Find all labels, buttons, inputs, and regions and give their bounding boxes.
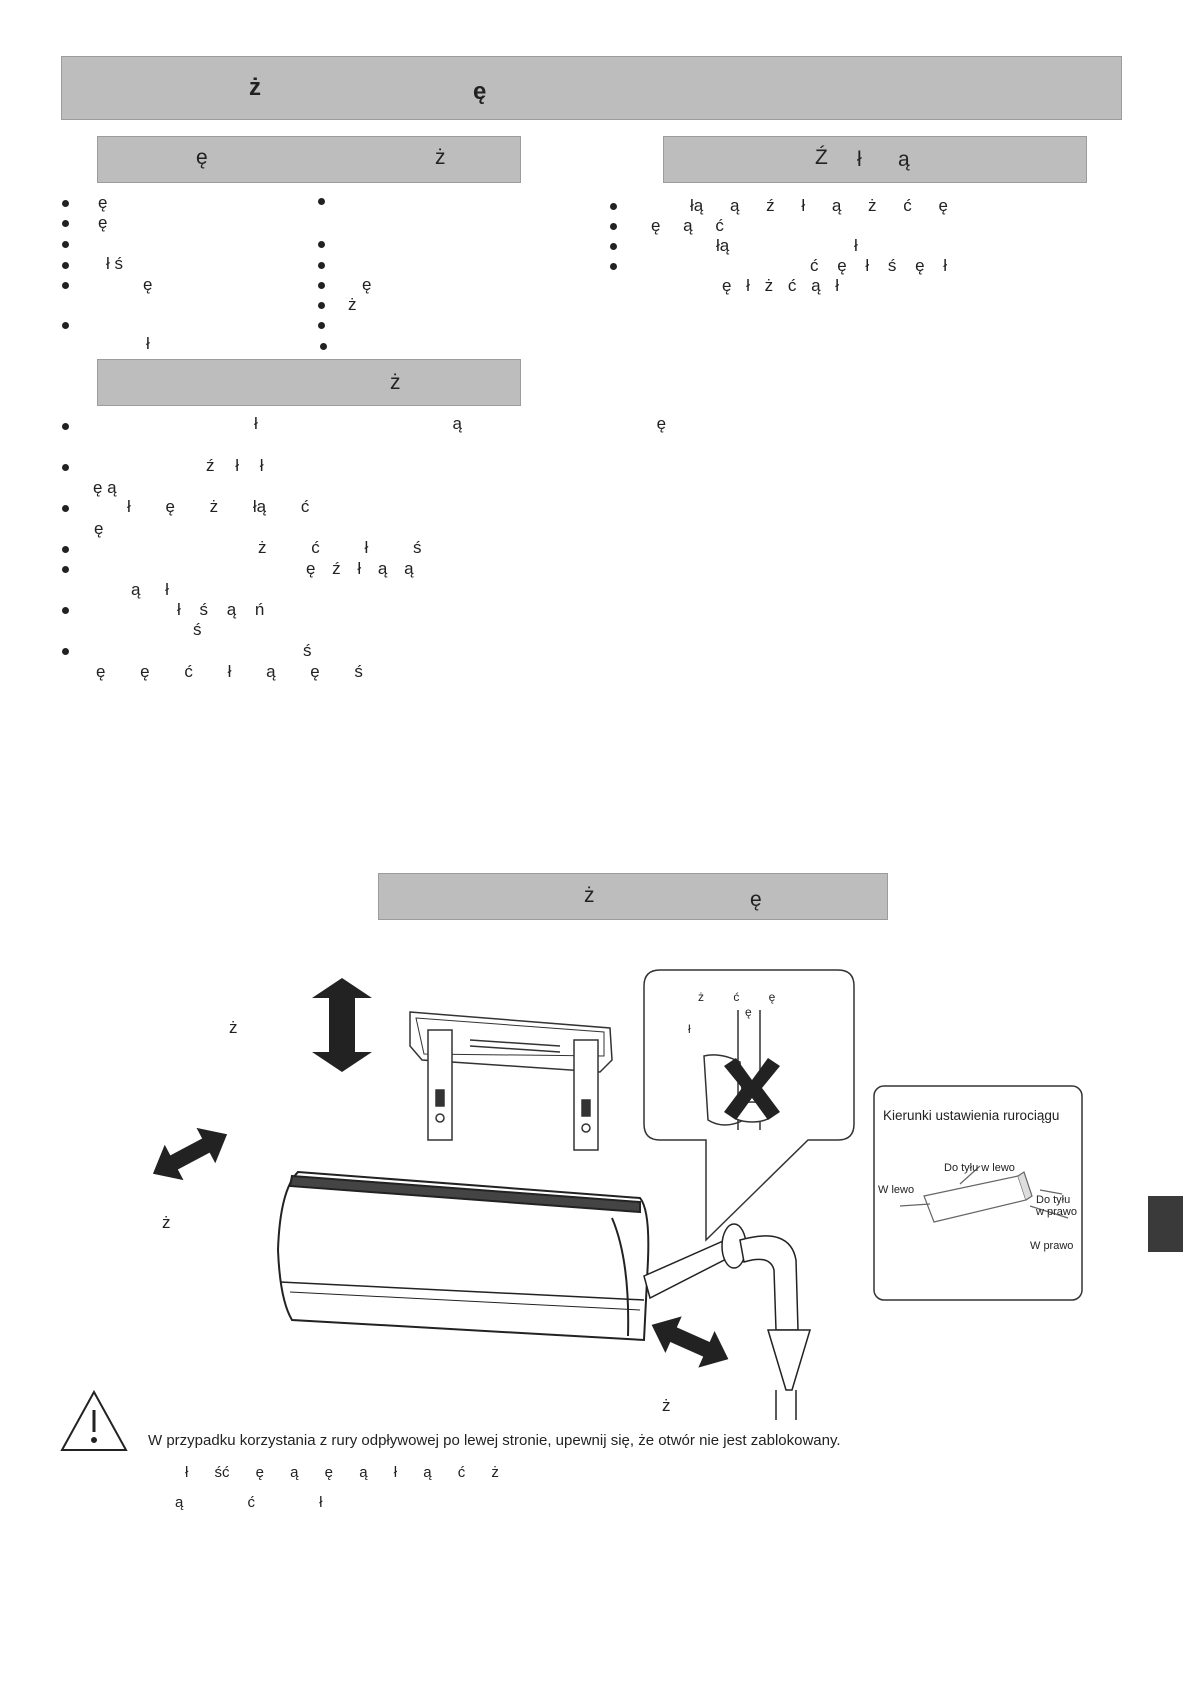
bar-left-2-glyph-1: ż	[390, 371, 401, 394]
right-item: ę ł ż ć ą ł	[722, 276, 840, 295]
bar-figure-glyph-2: ę	[750, 888, 762, 911]
label-left-right: ż	[162, 1213, 171, 1232]
left-c-item: ę ź ł ą ą	[306, 559, 414, 578]
left-a-item: ł	[146, 334, 150, 353]
left-c-item: ę ą	[93, 478, 117, 497]
blocked-x-icon	[724, 1058, 780, 1120]
bar-figure-glyph-1: ż	[584, 884, 595, 907]
side-tab	[1148, 1196, 1183, 1252]
bar-right-1-glyph-2: ł	[857, 148, 862, 171]
warning-line-3: ą ć ł	[175, 1494, 323, 1511]
pipe-dir-back-right-2: w prawo	[1036, 1206, 1077, 1218]
left-c-item: ł ś ą ń	[177, 600, 265, 619]
bar-left-1-glyph-1: ę	[196, 146, 208, 169]
right-item: ć ę ł ś ę ł	[810, 256, 948, 275]
section-bar-left-1	[97, 136, 521, 183]
callout-line-3: ł	[688, 1022, 691, 1036]
label-pipe: ż	[662, 1396, 671, 1415]
bar-left-1-glyph-2: ż	[435, 146, 446, 169]
header-glyph-2: ę	[473, 78, 487, 105]
pipe-dir-left: W lewo	[878, 1184, 915, 1196]
left-right-arrow-icon	[152, 1127, 228, 1181]
indoor-unit	[276, 1170, 650, 1342]
right-item: łą ą ź ł ą ż ć ę	[690, 196, 948, 215]
callout-line-1: ż ć ę	[698, 990, 776, 1004]
right-item: ę ą ć	[651, 216, 724, 235]
pipe-assembly	[643, 1223, 812, 1420]
left-b-item: ż	[348, 295, 357, 314]
left-c-item: ł ą ę	[254, 414, 667, 433]
left-c-item: ę	[94, 519, 104, 538]
pipe-dir-back-right-1: Do tyłu	[1036, 1194, 1071, 1206]
section-bar-right-1	[663, 136, 1087, 183]
pipe-arrow-icon	[651, 1316, 729, 1368]
pipe-dir-back-left: Do tyłu w lewo	[944, 1162, 1015, 1174]
bar-right-1-glyph-1: Ź	[815, 146, 828, 169]
left-c-item: ę ę ć ł ą ę ś	[96, 662, 363, 681]
left-c-item: ł ę ż łą ć	[127, 497, 310, 516]
pipe-directions-title: Kierunki ustawienia rurociągu	[883, 1108, 1060, 1123]
left-a-item: ę	[98, 193, 108, 212]
header-bar	[61, 56, 1122, 120]
pipe-dir-right: W prawo	[1030, 1240, 1074, 1252]
left-c-item: ś	[193, 620, 202, 639]
mounting-plate	[409, 1011, 613, 1151]
warning-text: W przypadku korzystania z rury odpływowe…	[148, 1432, 841, 1449]
left-c-item: ą ł	[131, 580, 169, 599]
warning-line-2: ł ść ę ą ę ą ł ą ć ż	[185, 1464, 499, 1481]
left-b-item: ę	[362, 275, 372, 294]
section-bar-figure	[378, 873, 888, 920]
left-c-item: ż ć ł ś	[258, 538, 422, 557]
left-c-item: ś	[303, 641, 312, 660]
left-a-item: ę	[98, 213, 108, 232]
pipe-directions-diagram	[899, 1165, 1069, 1223]
section-bar-left-2	[97, 359, 521, 406]
left-a-item: ł ś	[106, 254, 123, 273]
callout-line-2: ę	[745, 1005, 752, 1019]
header-glyph-1: ż	[249, 74, 261, 101]
right-item: łą ł	[716, 236, 858, 255]
warning-icon	[60, 1389, 128, 1451]
label-up-down: ż	[229, 1018, 238, 1037]
bar-right-1-glyph-3: ą	[898, 148, 910, 171]
left-c-item: ź ł ł	[206, 456, 264, 475]
up-down-arrow-icon	[312, 978, 372, 1072]
left-a-item: ę	[143, 275, 153, 294]
